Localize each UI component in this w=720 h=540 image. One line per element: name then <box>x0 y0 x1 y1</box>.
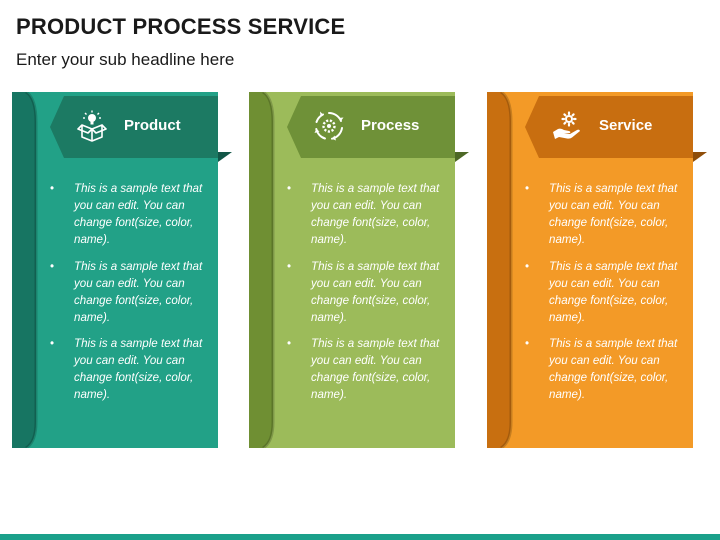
footer-accent-bar <box>0 534 720 540</box>
card-product: Product •This is a sample text that you … <box>12 92 232 448</box>
list-item: •This is a sample text that you can edit… <box>287 259 440 324</box>
card-label: Process <box>361 117 420 134</box>
list-item: •This is a sample text that you can edit… <box>287 182 440 246</box>
card-banner: Product <box>50 96 232 162</box>
bullet-list: •This is a sample text that you can edit… <box>525 180 685 413</box>
page-title: PRODUCT PROCESS SERVICE <box>16 14 346 39</box>
list-item: •This is a sample text that you can edit… <box>50 182 203 246</box>
list-item: •This is a sample text that you can edit… <box>525 259 678 324</box>
card-label: Product <box>124 117 181 134</box>
card-process: Process •This is a sample text that you … <box>249 92 469 448</box>
list-item: •This is a sample text that you can edit… <box>50 337 203 401</box>
bullet-list: •This is a sample text that you can edit… <box>50 180 210 413</box>
list-item: •This is a sample text that you can edit… <box>525 337 678 401</box>
card-banner: Service <box>525 96 707 162</box>
list-item: •This is a sample text that you can edit… <box>287 337 440 401</box>
page-subtitle: Enter your sub headline here <box>16 50 235 69</box>
bullet-list: •This is a sample text that you can edit… <box>287 180 447 413</box>
list-item: •This is a sample text that you can edit… <box>50 259 203 324</box>
list-item: •This is a sample text that you can edit… <box>525 182 678 246</box>
hand-gear-icon <box>551 110 583 142</box>
card-banner: Process <box>287 96 469 162</box>
card-label: Service <box>599 117 653 134</box>
process-cycle-gear-icon <box>313 110 345 142</box>
gift-box-lightbulb-icon <box>76 110 108 142</box>
card-service: Service •This is a sample text that you … <box>487 92 707 448</box>
